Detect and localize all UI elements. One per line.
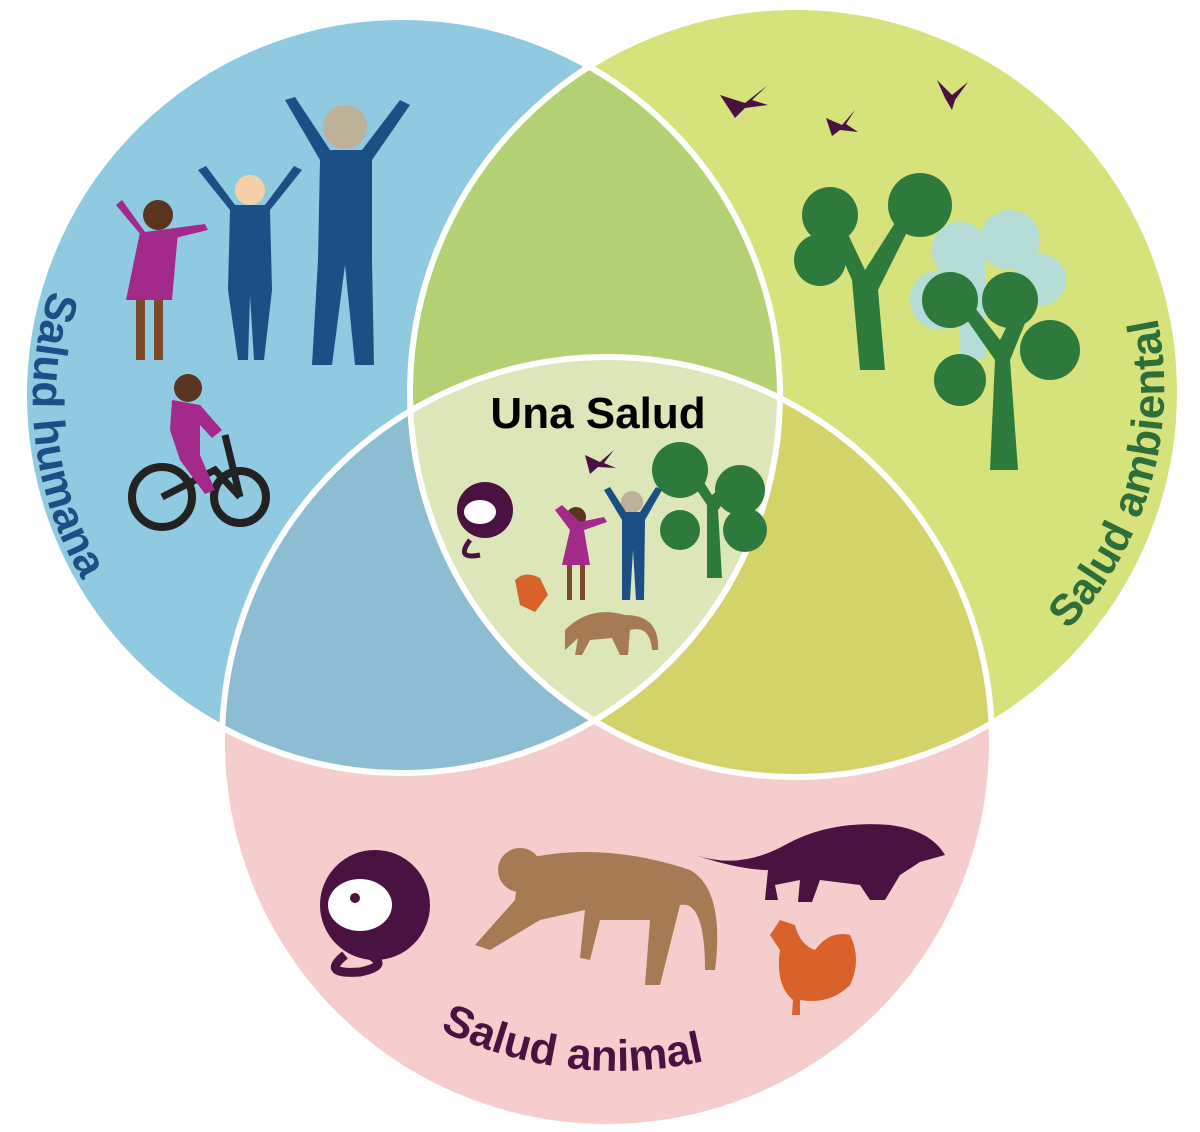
birds-icon — [585, 80, 968, 474]
center-animals-icon — [457, 482, 659, 655]
opossum-curled-icon — [320, 850, 430, 977]
bicycle-rider-icon — [128, 374, 270, 531]
monkey-icon — [475, 848, 718, 985]
man-icon — [285, 97, 410, 365]
boy-icon — [198, 166, 302, 360]
tree-icon — [652, 173, 1080, 578]
trees-icon — [652, 173, 1080, 578]
girl-icon — [116, 200, 208, 360]
animals-icon — [320, 824, 945, 1015]
chicken-icon — [770, 920, 856, 1015]
center-people-icon — [555, 487, 662, 600]
center-title: Una Salud — [490, 389, 705, 438]
people-icon — [116, 97, 410, 531]
opossum-icon — [695, 824, 945, 902]
circle-outlines — [21, 4, 1183, 1130]
